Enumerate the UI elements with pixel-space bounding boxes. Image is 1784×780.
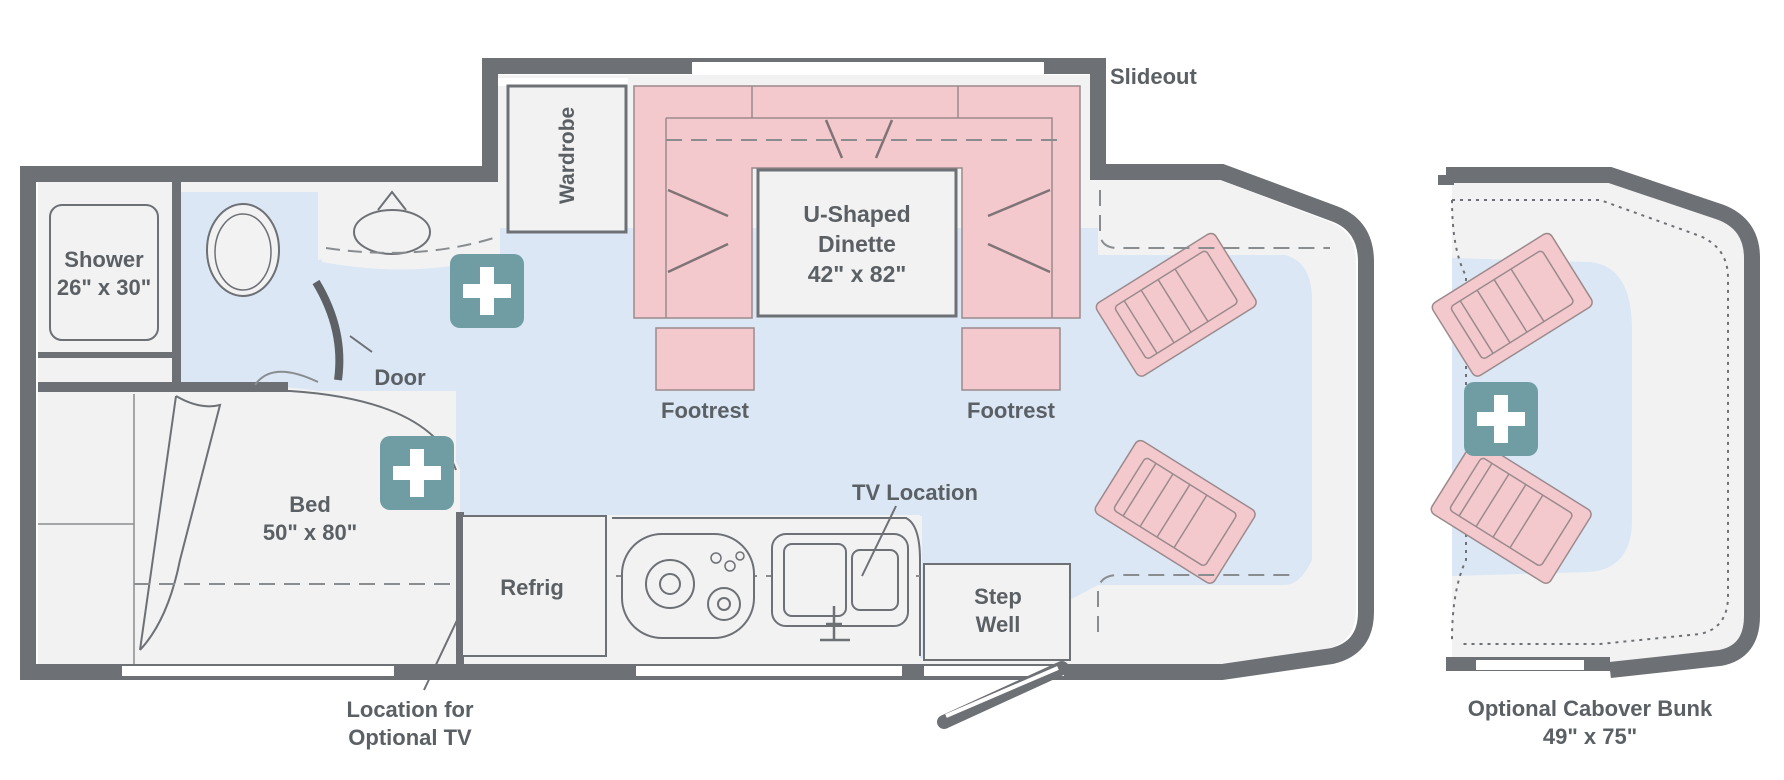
label-bed-size: 50" x 80" [263, 520, 357, 545]
cooktop [621, 533, 755, 639]
label-cabover-2: 49" x 75" [1543, 724, 1637, 749]
label-optional-tv-1: Location for [346, 697, 474, 722]
kitchen-sink [771, 533, 909, 627]
label-dinette-2: Dinette [818, 231, 896, 257]
window-bed [122, 666, 394, 676]
window-slideout [692, 62, 1044, 74]
step-well [923, 563, 1071, 661]
label-cabover-1: Optional Cabover Bunk [1468, 696, 1713, 721]
window-kitchen [636, 666, 902, 676]
bath-door [312, 279, 344, 381]
vanity-sink [353, 209, 431, 255]
hotspot-bath[interactable] [450, 254, 524, 328]
cab-seat-bottom [1094, 439, 1256, 584]
shower [49, 204, 159, 341]
label-step-well-2: Well [976, 612, 1021, 637]
label-dinette-1: U-Shaped [803, 201, 910, 227]
bath-wall-bottom [38, 382, 288, 391]
label-footrest-left: Footrest [661, 398, 750, 423]
label-shower-size: 26" x 30" [57, 275, 151, 300]
bed [38, 391, 456, 664]
label-refrig: Refrig [500, 575, 564, 600]
refrig-wall [456, 512, 464, 666]
hotspot-cabover[interactable] [1464, 382, 1538, 456]
label-optional-tv-2: Optional TV [348, 725, 472, 750]
wardrobe-wall [498, 78, 628, 86]
label-step-well-1: Step [974, 584, 1022, 609]
hotspot-bed[interactable] [380, 436, 454, 510]
cab-seat-top [1095, 232, 1257, 377]
label-footrest-right: Footrest [967, 398, 1056, 423]
label-tv-location: TV Location [852, 480, 978, 505]
label-shower: Shower [64, 247, 144, 272]
entry-door [937, 661, 1069, 729]
toilet [206, 203, 280, 297]
cabover-seat-bottom [1430, 439, 1592, 584]
label-bed: Bed [289, 492, 331, 517]
cabover-seat-top [1431, 232, 1593, 377]
bath-wall-vertical [172, 182, 181, 388]
window-door [924, 666, 1064, 676]
refrigerator [461, 515, 607, 657]
label-slideout: Slideout [1110, 64, 1197, 89]
dinette-seat [633, 85, 1081, 319]
label-door: Door [374, 365, 426, 390]
footrest-left [655, 327, 755, 391]
cabover-bunk-wall [1446, 167, 1760, 678]
wardrobe [506, 84, 628, 234]
label-wardrobe: Wardrobe [556, 107, 579, 204]
outer-wall [20, 58, 1374, 680]
dinette-table [756, 168, 958, 318]
footrest-right [961, 327, 1061, 391]
shower-ledge [38, 352, 172, 358]
label-dinette-size: 42" x 82" [808, 261, 907, 287]
